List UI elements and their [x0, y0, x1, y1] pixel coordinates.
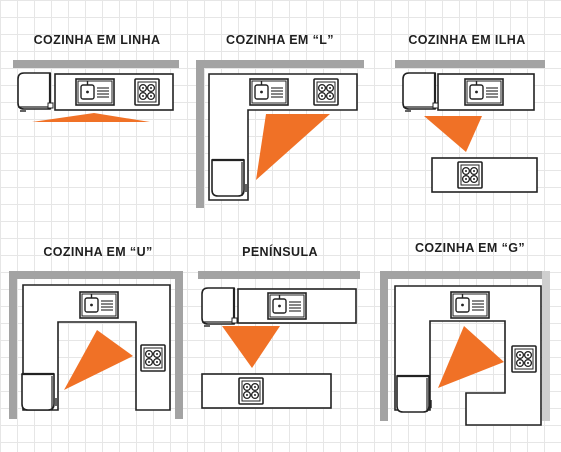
stove-icon — [238, 377, 264, 405]
work-triangle — [222, 326, 280, 368]
panel-title-linha: COZINHA EM LINHA — [33, 33, 161, 47]
wall — [542, 271, 550, 421]
panel-u — [9, 271, 183, 419]
panel-ilha — [395, 60, 545, 193]
wall — [9, 271, 183, 279]
fridge-icon — [20, 372, 58, 412]
peninsula-counter — [201, 373, 332, 409]
fridge-icon — [16, 71, 55, 113]
wall — [395, 60, 545, 68]
work-triangle — [438, 326, 504, 388]
panel-l — [196, 60, 364, 208]
stove-icon — [511, 345, 537, 373]
stove-icon — [134, 78, 160, 106]
stove-icon — [457, 161, 483, 189]
sink-icon — [249, 78, 289, 106]
fridge-icon — [395, 374, 433, 414]
sink-icon — [75, 78, 115, 106]
panel-title-ilha: COZINHA EM ILHA — [408, 33, 526, 47]
wall — [13, 60, 179, 68]
work-triangle — [424, 116, 482, 152]
wall — [175, 271, 183, 419]
stove-icon — [313, 78, 339, 106]
wall — [380, 271, 388, 421]
panel-title-u: COZINHA EM “U” — [43, 245, 153, 259]
island — [431, 157, 538, 193]
sink-icon — [464, 78, 504, 106]
panel-title-l: COZINHA EM “L” — [226, 33, 334, 47]
sink-icon — [79, 291, 119, 319]
stove-icon — [140, 344, 166, 372]
wall — [198, 271, 360, 279]
fridge-icon — [210, 158, 248, 198]
panel-title-peninsula: PENÍNSULA — [242, 245, 318, 259]
sink-icon — [450, 291, 490, 319]
wall — [196, 60, 204, 208]
panel-title-g: COZINHA EM “G” — [415, 241, 525, 255]
work-triangle — [32, 113, 150, 122]
panel-peninsula — [198, 271, 360, 409]
fridge-icon — [401, 71, 440, 113]
wall — [380, 271, 550, 279]
work-triangle — [64, 330, 133, 390]
panel-linha — [13, 60, 179, 122]
wall — [196, 60, 364, 68]
work-triangle — [256, 114, 330, 180]
sink-icon — [267, 292, 307, 320]
fridge-icon — [200, 286, 239, 328]
panel-g — [380, 271, 550, 426]
wall — [9, 271, 17, 419]
